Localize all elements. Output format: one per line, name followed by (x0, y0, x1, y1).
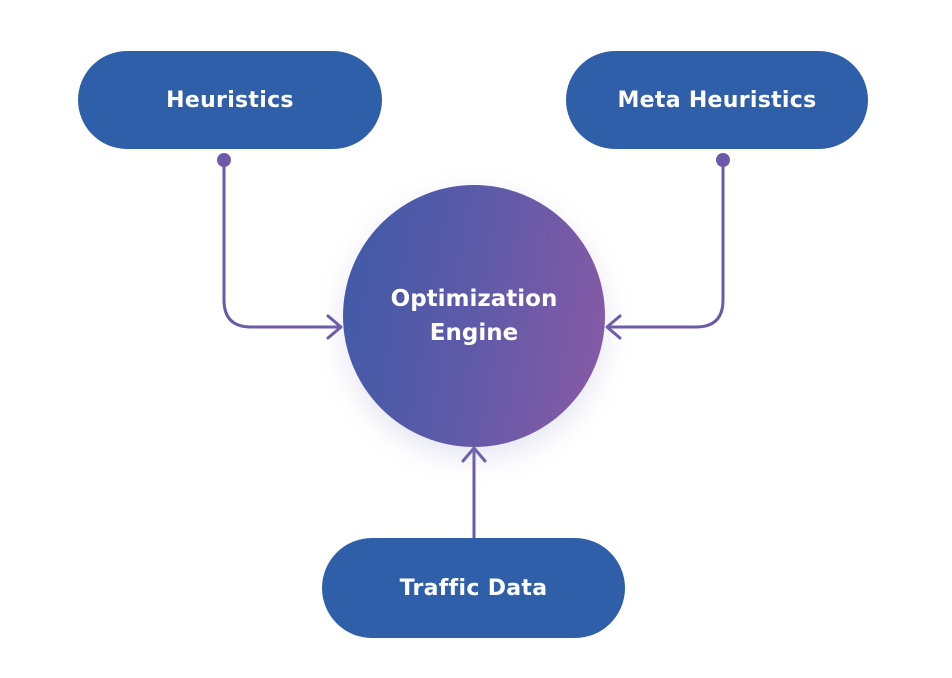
edge-meta-heuristics-to-engine (605, 153, 730, 340)
node-label: Meta Heuristics (617, 87, 817, 113)
engine-label-line1: Optimization (390, 286, 558, 312)
arrowhead-icon (461, 446, 487, 463)
node-label: Traffic Data (399, 575, 548, 601)
arrowhead-icon (605, 314, 622, 340)
edge-traffic-to-engine (461, 446, 487, 538)
node-heuristics: Heuristics (78, 51, 382, 149)
node-traffic-data: Traffic Data (322, 538, 625, 638)
edge-line (222, 160, 340, 329)
edge-line (608, 160, 725, 329)
node-optimization-engine: Optimization Engine (343, 185, 605, 447)
engine-label-line2: Engine (429, 320, 519, 346)
arrowhead-icon (326, 314, 343, 340)
node-meta-heuristics: Meta Heuristics (566, 51, 868, 149)
node-label: Heuristics (166, 87, 294, 113)
edge-heuristics-to-engine (217, 153, 343, 340)
